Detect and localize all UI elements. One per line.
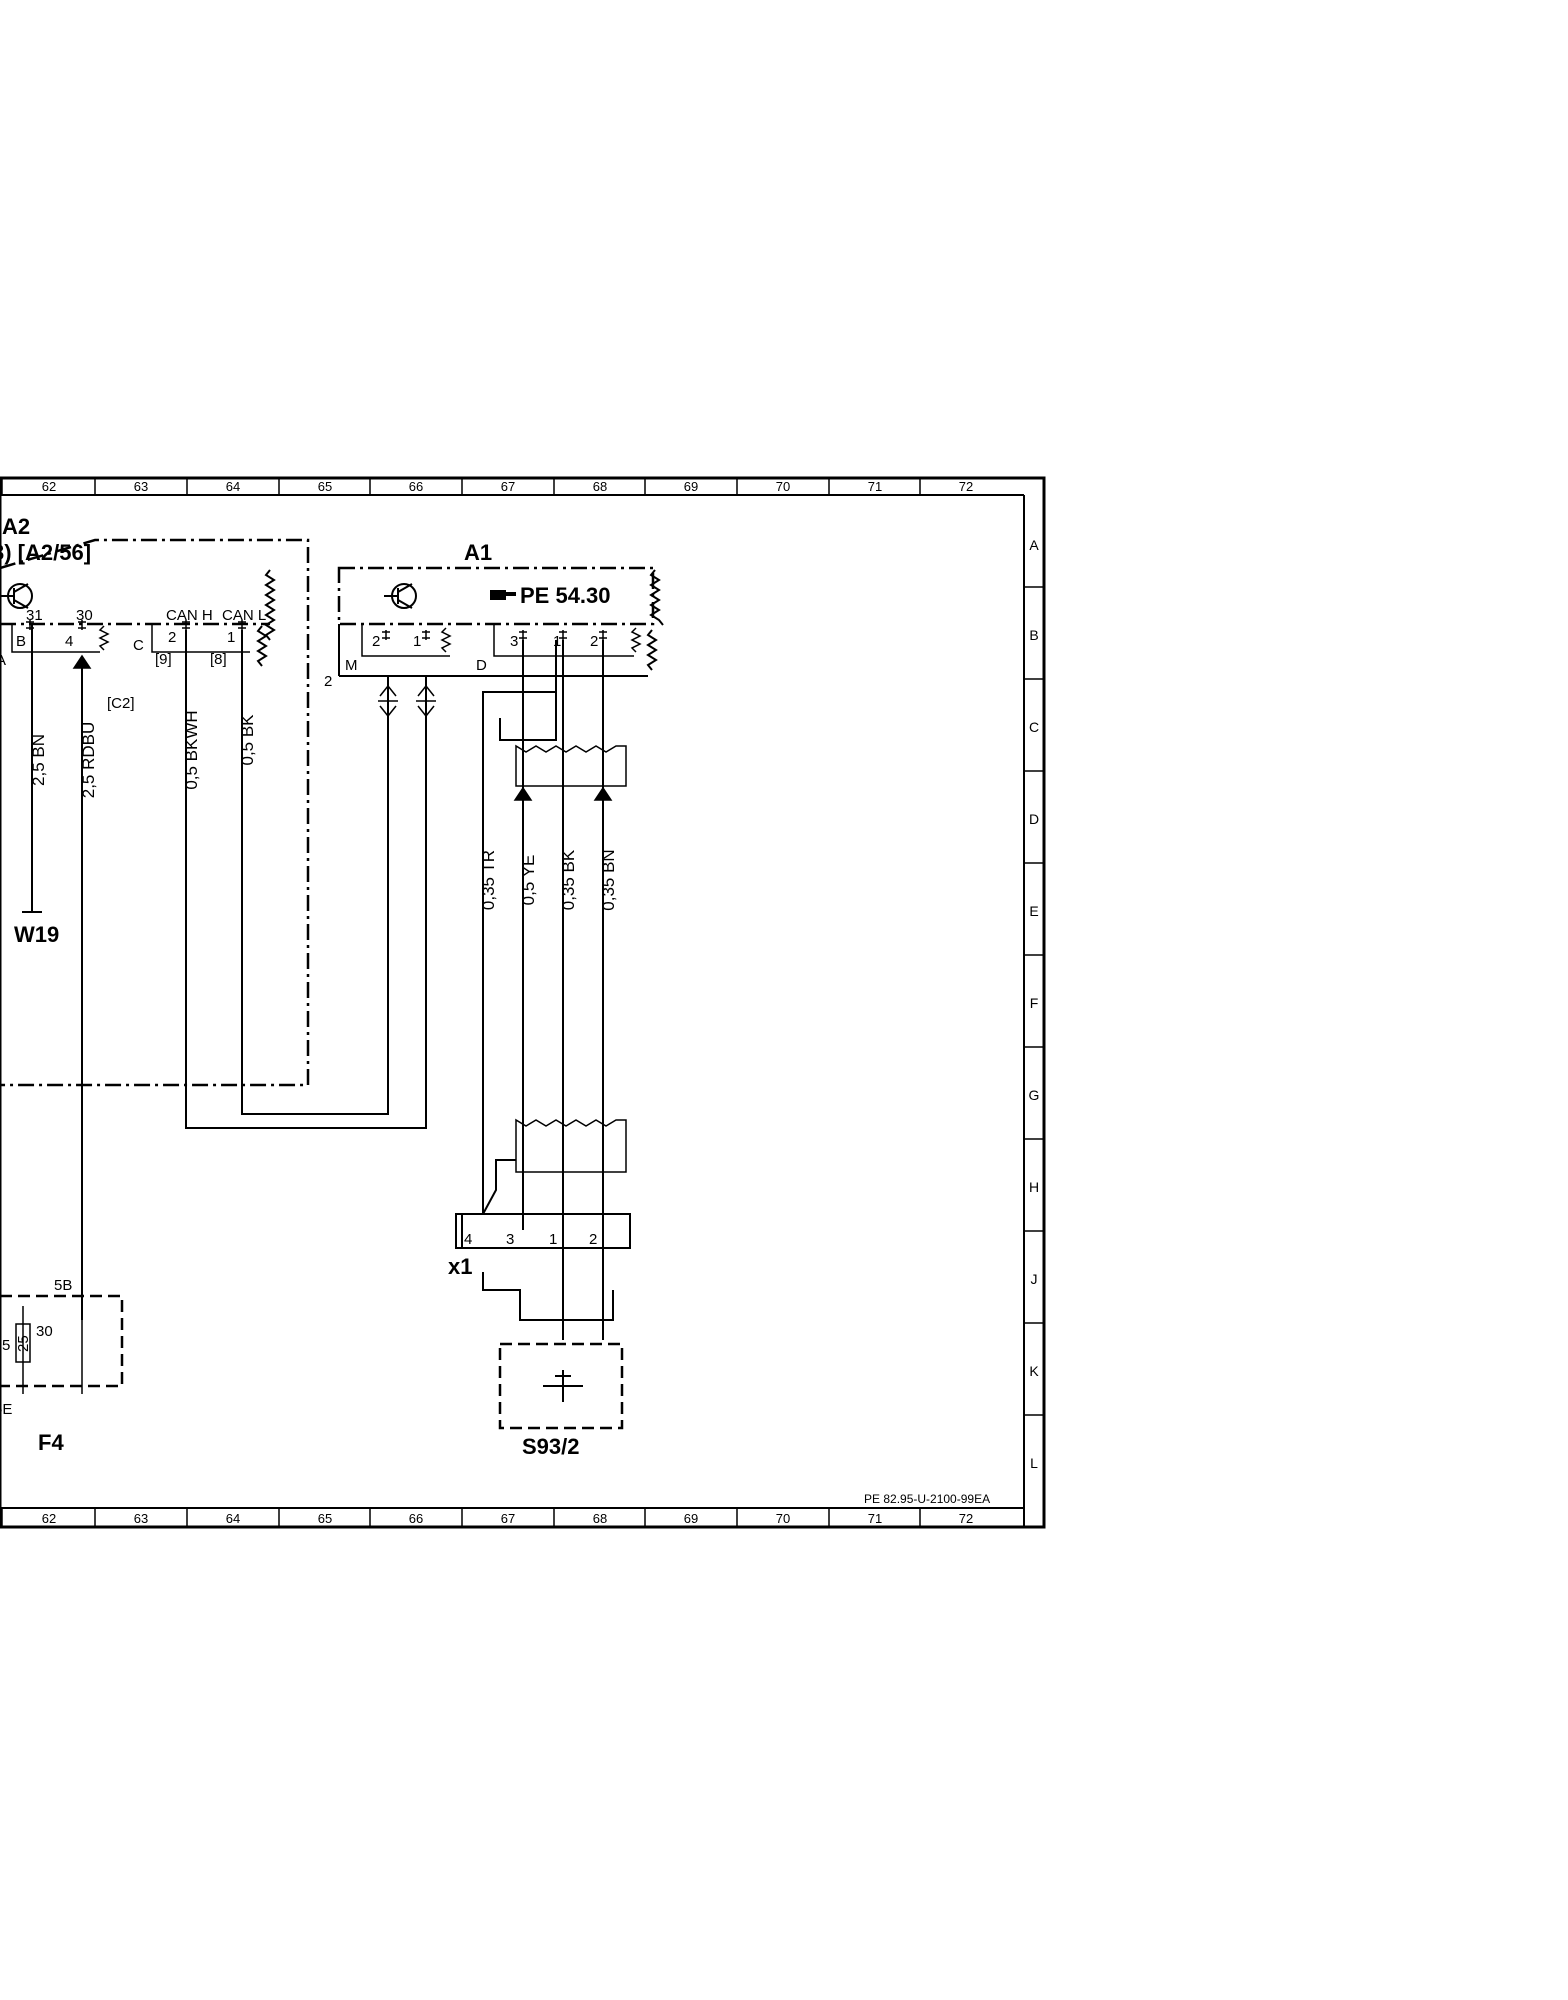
a1-pin-1b: 1 (553, 633, 561, 650)
x1-pin: 4 (464, 1231, 472, 1248)
col-label: 62 (42, 479, 56, 494)
a2-control-unit (0, 538, 310, 1087)
pin-sockets (26, 620, 607, 640)
transistor-symbol (384, 583, 417, 609)
f4-fuse-value: 25 (15, 1335, 32, 1352)
wire-label: 0,35 BN (599, 849, 618, 910)
col-label: 70 (776, 1511, 790, 1526)
col-label: 69 (684, 1511, 698, 1526)
row-label: A (1029, 537, 1039, 553)
a2-pin-31: 31 (26, 607, 43, 624)
col-label: 70 (776, 479, 790, 494)
a2-marker-c: C (133, 637, 144, 654)
f4-label: F4 (38, 1430, 64, 1455)
col-label: 65 (318, 1511, 332, 1526)
col-label: 67 (501, 1511, 515, 1526)
wire-label: 0,35 TR (479, 850, 498, 910)
a2-subtitle: 3) [A2/56] (0, 540, 91, 565)
diagram-frame (0, 476, 1046, 1529)
col-label: 65 (318, 479, 332, 494)
row-label: K (1029, 1363, 1039, 1379)
col-label: 71 (868, 1511, 882, 1526)
a1-pin-3: 3 (510, 633, 518, 650)
wire-label: 0,35 BK (559, 849, 578, 910)
x1-label: x1 (448, 1254, 472, 1279)
col-label: 72 (959, 479, 973, 494)
column-labels-top: 62 63 64 65 66 67 68 69 70 71 72 (42, 479, 973, 494)
a1-pin-2b: 2 (590, 633, 598, 650)
a1-marker-2: 2 (324, 673, 332, 690)
transistor-symbol (0, 583, 33, 609)
a1-control-unit (337, 566, 664, 677)
col-label: 63 (134, 479, 148, 494)
switch-symbol (543, 1370, 583, 1402)
s93-2-switch (498, 1342, 624, 1430)
wire-label: 0,5 BK (238, 714, 257, 766)
a2-pin-2: 2 (168, 629, 176, 646)
row-label: C (1029, 719, 1039, 735)
pointing-hand-icon (490, 590, 516, 600)
x1-pin: 2 (589, 1231, 597, 1248)
s93-2-label: S93/2 (522, 1434, 580, 1459)
f4-pin-5: 5 (2, 1337, 10, 1354)
row-label: D (1029, 811, 1039, 827)
col-label: 64 (226, 479, 240, 494)
f4-pin-30: 30 (36, 1323, 53, 1340)
wire-label: 0,5 BKWH (182, 710, 201, 789)
a2-marker-9: [9] (155, 651, 172, 668)
w19-label: W19 (14, 922, 59, 947)
a2-pin-30: 30 (76, 607, 93, 624)
col-label: 68 (593, 1511, 607, 1526)
a2-marker-c2: [C2] (107, 695, 135, 712)
f4-fuse-block (0, 1294, 124, 1388)
col-label: 69 (684, 479, 698, 494)
a1-marker-m: M (345, 657, 358, 674)
arrow-symbols (72, 654, 613, 801)
col-label: 64 (226, 1511, 240, 1526)
x1-connector (455, 1213, 631, 1321)
f4-label-5e: 5E (0, 1401, 12, 1418)
col-label: 68 (593, 479, 607, 494)
wire-label: 2,5 RDBU (79, 722, 98, 799)
col-label: 67 (501, 479, 515, 494)
row-label: E (1029, 903, 1038, 919)
row-label: B (1029, 627, 1038, 643)
a2-pin-1: 1 (227, 629, 235, 646)
a2-pin-can-h: CAN H (166, 607, 213, 624)
a2-marker-b: B (16, 633, 26, 650)
a1-label: A1 (464, 540, 492, 565)
a1-marker-d: D (476, 657, 487, 674)
x1-pin: 3 (506, 1231, 514, 1248)
row-label: G (1029, 1087, 1040, 1103)
a2-pin-4: 4 (65, 633, 73, 650)
column-labels-bottom: 62 63 64 65 66 67 68 69 70 71 72 (42, 1511, 973, 1526)
f4-label-5b: 5B (54, 1277, 72, 1294)
a1-pin-2: 2 (372, 633, 380, 650)
row-label: F (1030, 995, 1039, 1011)
row-label: L (1030, 1455, 1038, 1471)
a2-label: A2 (2, 514, 30, 539)
row-label: J (1031, 1271, 1038, 1287)
col-label: 62 (42, 1511, 56, 1526)
row-label: H (1029, 1179, 1039, 1195)
a2-pin-can-l: CAN L (222, 607, 266, 624)
fuse-symbol (15, 1306, 83, 1394)
col-label: 72 (959, 1511, 973, 1526)
col-label: 63 (134, 1511, 148, 1526)
a1-pin-1: 1 (413, 633, 421, 650)
wire-label: 0,5 YE (519, 855, 538, 906)
col-label: 66 (409, 479, 423, 494)
x1-pin: 1 (549, 1231, 557, 1248)
wires (22, 624, 627, 1340)
a1-reference: PE 54.30 (520, 583, 611, 608)
a2-marker-8: [8] (210, 651, 227, 668)
a2-marker-a: A (0, 652, 6, 669)
drawing-reference: PE 82.95-U-2100-99EA (864, 1492, 990, 1506)
col-label: 66 (409, 1511, 423, 1526)
row-labels: A B C D E F G H J K L (1029, 537, 1040, 1471)
col-label: 71 (868, 479, 882, 494)
wire-label: 2,5 BN (29, 734, 48, 786)
